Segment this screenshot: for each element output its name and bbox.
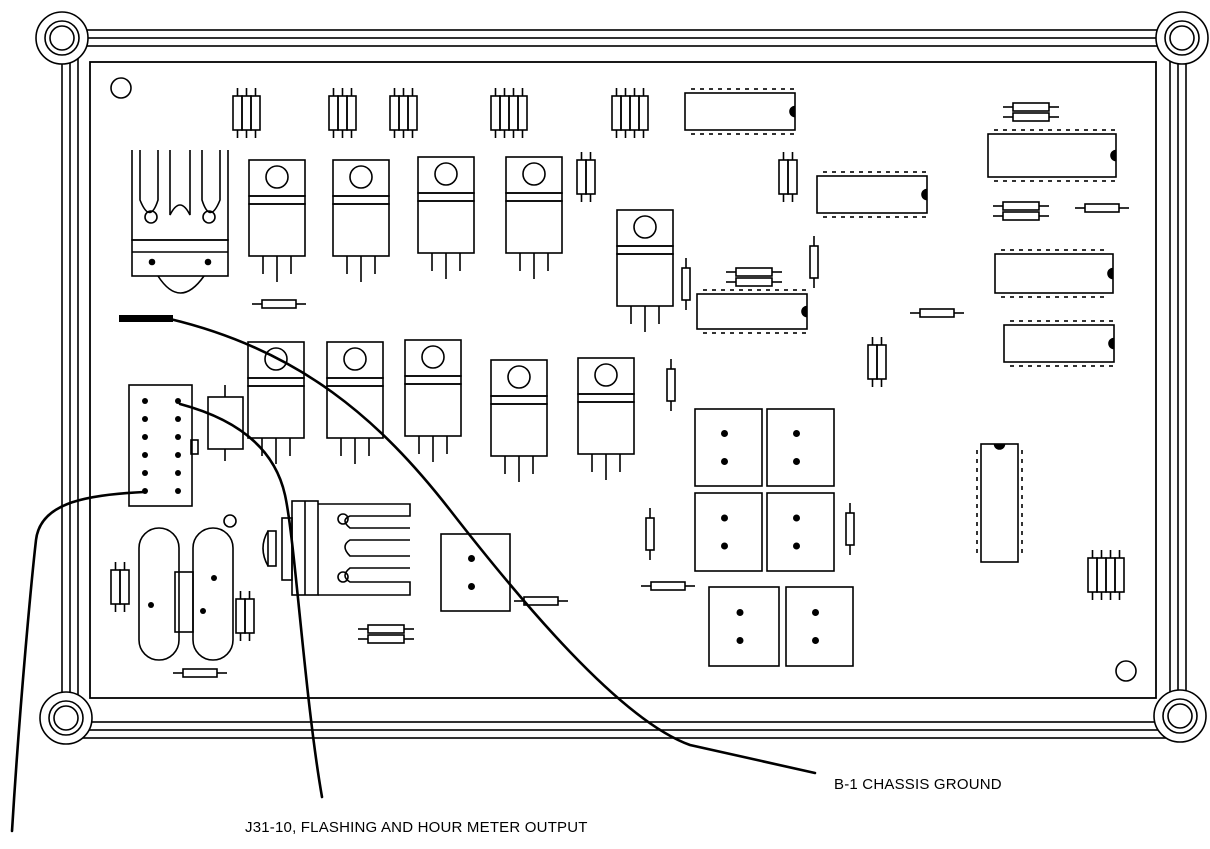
- resistor-r7: [645, 508, 655, 560]
- connector-j31-pins: [142, 398, 181, 494]
- resistor-r4: [809, 236, 819, 288]
- resistor-r1: [1075, 203, 1129, 213]
- transistor-q1: [248, 159, 306, 282]
- terminal-block-7: [440, 533, 511, 612]
- capacitor-pack-2: [328, 88, 357, 138]
- capacitor-pack-7: [778, 152, 798, 202]
- power-transistor-heatsink: [262, 500, 411, 596]
- mounting-hole-bottom-left: [39, 691, 93, 745]
- mounting-hole-bottom-right: [1153, 689, 1207, 743]
- capacitor-pack-11: [235, 591, 255, 641]
- wire-chassis-ground: [168, 317, 817, 775]
- transistor-q4: [505, 156, 563, 279]
- resistor-pair-3: [726, 267, 782, 287]
- terminal-block-4: [766, 492, 835, 572]
- transistor-q10: [577, 357, 635, 480]
- resistor-pair-2: [993, 201, 1049, 221]
- terminal-block-1: [694, 408, 763, 487]
- board-hole-top: [110, 77, 132, 99]
- board-frame: [61, 29, 1187, 739]
- capacitor-c1: [190, 385, 244, 461]
- capacitor-pack-8: [867, 337, 887, 387]
- transistor-q9: [490, 359, 548, 482]
- ic-u2: [987, 129, 1117, 182]
- capacitor-pack-1: [232, 88, 261, 138]
- capacitor-pair-large: [138, 514, 237, 661]
- ic-u4: [994, 249, 1114, 298]
- resistor-pair-1: [1003, 102, 1059, 122]
- resistor-r6: [666, 359, 676, 411]
- transistor-q7: [326, 341, 384, 464]
- callout-chassis-ground: B-1 CHASSIS GROUND: [834, 776, 1002, 793]
- mounting-holes: [35, 11, 1209, 745]
- capacitor-pack-9: [1087, 550, 1125, 600]
- board-hole-bottom: [1115, 660, 1137, 682]
- heat-sink-regulator: [131, 150, 229, 294]
- resistor-r2: [252, 299, 306, 309]
- resistor-r9: [641, 581, 695, 591]
- transistor-q8: [404, 339, 462, 462]
- terminal-block-5: [708, 586, 780, 667]
- mounting-hole-top-left: [35, 11, 89, 65]
- wire-j31-lower: [10, 490, 146, 833]
- transistor-q3: [417, 156, 475, 279]
- ic-u5: [1003, 320, 1115, 367]
- terminal-block-3: [694, 492, 763, 572]
- terminal-block-2: [766, 408, 835, 487]
- capacitor-pack-10: [110, 562, 130, 612]
- capacitor-pack-5: [611, 88, 649, 138]
- lead-wires: [10, 317, 817, 833]
- capacitor-pack-4: [490, 88, 528, 138]
- capacitor-pack-3: [389, 88, 418, 138]
- resistor-r5: [910, 308, 964, 318]
- terminal-block-6: [785, 586, 854, 667]
- mounting-hole-top-right: [1155, 11, 1209, 65]
- callout-flashing-output: J31-10, FLASHING AND HOUR METER OUTPUT: [245, 819, 588, 836]
- ground-terminal: [119, 315, 173, 322]
- transistor-q6: [247, 341, 305, 464]
- resistor-r8: [845, 503, 855, 555]
- transistor-q5: [616, 209, 674, 332]
- components: [110, 88, 1129, 678]
- capacitor-pack-6: [576, 152, 596, 202]
- transistor-q2: [332, 159, 390, 282]
- resistor-pair-4: [358, 624, 414, 644]
- wire-flashing-output: [178, 402, 324, 799]
- ic-u7: [976, 443, 1023, 563]
- ic-u3: [816, 171, 928, 218]
- ic-u6: [696, 289, 808, 334]
- connector-j31: [128, 384, 193, 507]
- resistor-r3: [681, 258, 691, 310]
- resistor-r11: [173, 668, 227, 678]
- ic-u1: [684, 88, 796, 135]
